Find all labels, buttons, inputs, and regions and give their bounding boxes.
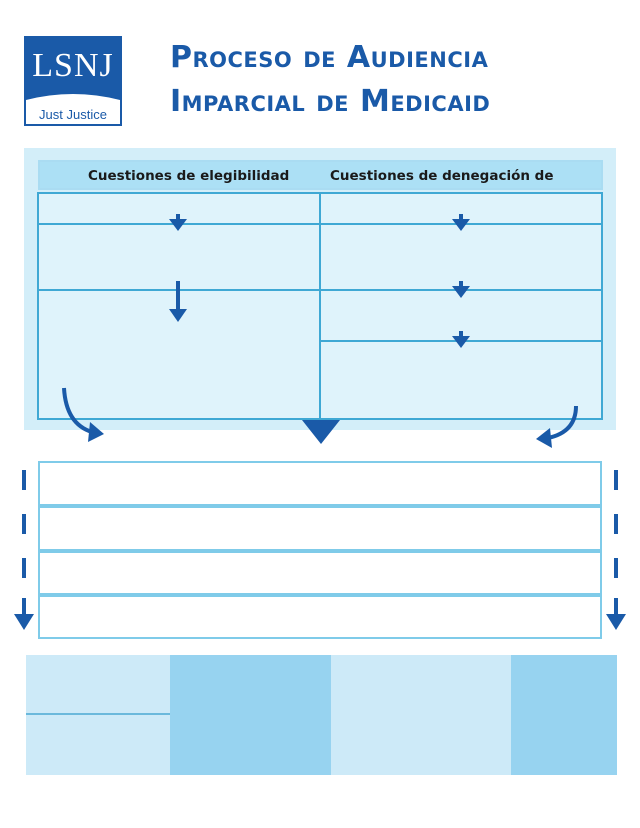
denial-step-2: [319, 223, 603, 291]
title-line-2: Imparcial de Medicaid: [170, 84, 491, 119]
curved-arrow-left-icon: [62, 387, 104, 442]
column-header-row: Cuestiones de elegibilidad Cuestiones de…: [38, 160, 603, 212]
down-arrow-icon: [452, 281, 470, 298]
hearing-step-2: [38, 506, 602, 551]
hearing-step-1: [38, 461, 602, 506]
bottom-block-1: [26, 655, 170, 775]
eligibility-column-header: Cuestiones de elegibilidad: [88, 168, 290, 184]
bottom-block-4: [511, 655, 617, 775]
bottom-block-1-divider: [26, 713, 170, 715]
long-down-arrow-icon: [169, 281, 187, 322]
down-arrow-icon: [452, 214, 470, 231]
dashed-down-arrow-right-icon: [606, 470, 626, 630]
down-arrow-icon: [452, 331, 470, 348]
hearing-step-3: [38, 551, 602, 595]
bottom-block-3: [331, 655, 511, 775]
denial-step-4: [319, 340, 603, 420]
curved-arrow-right-icon: [536, 405, 578, 448]
hearing-step-4: [38, 595, 602, 639]
dashed-down-arrow-left-icon: [14, 470, 34, 630]
page-title: Proceso de Audiencia Imparcial de Medica…: [170, 36, 630, 124]
center-down-arrow-icon: [302, 420, 340, 444]
down-arrow-icon: [169, 214, 187, 231]
bottom-block-2: [170, 655, 331, 775]
title-line-1: Proceso de Audiencia: [170, 40, 489, 75]
lsnj-logo: LSNJ Just Justice: [24, 36, 122, 126]
logo-swoosh-icon: [26, 90, 120, 112]
logo-tagline: Just Justice: [39, 107, 107, 122]
